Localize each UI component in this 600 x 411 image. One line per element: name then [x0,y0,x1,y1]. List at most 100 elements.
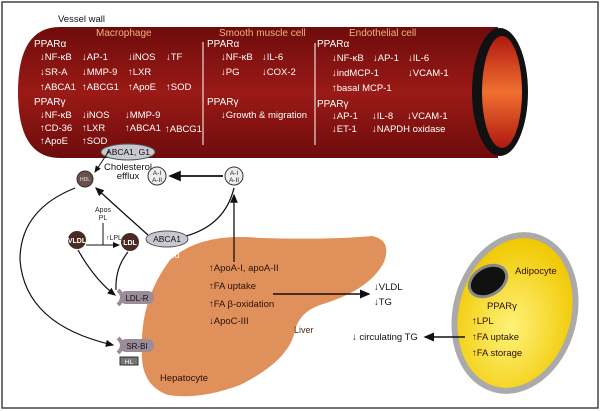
apoa-label: A-I [230,170,239,177]
vessel-wall [18,27,498,158]
apoa-label: A-I [153,170,162,177]
effect-item: ↓ET-1 [332,124,357,135]
macrophage-alpha-items: ↓NF-κB ↓AP-1 ↓iNOS ↓TF ↓SR-A ↓MMP-9 ↑LXR… [40,52,191,93]
abca1-hdl-arrow [95,187,149,236]
liver-ppar-alpha: PPARα [152,250,180,260]
effect-item: ↑LXR [82,123,105,134]
smooth-muscle-header: Smooth muscle cell [219,28,306,39]
effect-item: ↓iNOS [128,52,155,63]
effect-item: ↑ApoE [40,136,68,147]
hepatocyte-label: Hepatocyte [160,373,208,384]
liver-label: Liver [294,325,314,335]
effect-item: ↓NF-κB [40,110,72,121]
apoa-label: A-II [229,177,239,184]
effect-item: ↓NF-κB [221,52,253,63]
vldl-ldlr-arrow [77,249,116,296]
endo-ppar-gamma: PPARγ [317,99,349,110]
adipocyte-effect: ↑FA uptake [472,332,519,343]
ldl-particle [121,233,139,251]
effect-item: ↓IL-8 [372,111,393,122]
endothelial-header: Endothelial cell [349,28,416,39]
effect-item: ↓COX-2 [262,67,296,78]
liver-effect: ↓ApoC-III [209,316,249,327]
hl-label: HL [125,359,134,366]
sr-bi-receptor: SR-BI [116,336,154,355]
effect-item: ↓SR-A [40,67,68,78]
ldl-receptor: LDL-R [116,288,154,307]
effect-item: ↓AP-1 [373,53,399,64]
adipocyte-ppar-gamma: PPARγ [487,301,517,312]
ldl-r-label: LDL-R [125,294,148,303]
effect-item: ↓NAPDH oxidase [372,124,445,135]
sr-bi-label: SR-BI [126,342,147,351]
macrophage-ppar-alpha: PPARα [34,39,66,50]
effect-item: ↓iNOS [82,110,109,121]
hdl-particle [76,170,94,188]
effect-item: ↑ABCA1 [125,123,161,134]
apoa-particle-right: A-I A-II [224,166,244,186]
ldl-label: LDL [123,240,137,247]
effect-item: ↑basal MCP-1 [332,83,392,94]
apoa-label: A-II [152,177,162,184]
macrophage-ppar-gamma: PPARγ [34,97,66,108]
circulating-tg-label: ↓ circulating TG [352,332,418,343]
effect-item: ↓TF [166,52,183,63]
adipocyte-nucleus [467,263,509,299]
effect-item: ↑SOD [166,82,191,93]
effect-item: ↓VCAM-1 [408,68,449,79]
apos-label: Apos [95,207,111,214]
effect-item: ↓VCAM-1 [407,111,448,122]
abca1-transporter [145,230,189,248]
effect-item: ↓NF-κB [332,53,364,64]
liver-effect: ↑FA β-oxidation [209,299,274,310]
ldl-ldlr-arrow [115,251,129,291]
smc-ppar-alpha: PPARα [207,39,239,50]
effect-item: ↑CD-36 [40,123,72,134]
effect-item: ↑ApoE [128,82,156,93]
effect-item: ↓MMP-9 [82,67,117,78]
liver-shape [141,236,387,397]
abca1-g1-label: ABCA1, G1 [106,147,150,157]
effect-item: ↓indMCP-1 [332,68,379,79]
effect-item: ↓IL-6 [262,52,283,63]
effect-item: ↓AP-1 [82,52,108,63]
hdl-label: HDL [80,177,90,183]
effect-item: ↑ABCG1 [82,82,119,93]
cholesterol-efflux-label: efflux [117,171,140,182]
liver-effect: ↑FA uptake [209,281,256,292]
abca1-apoa-curve [185,187,235,237]
abca1-g1-transporter [100,143,156,161]
effect-item: ↓NF-κB [40,52,72,63]
adipocyte-label: Adipocyte [515,266,557,277]
vessel-wall-label: Vessel wall [58,14,105,25]
lpl-label: ↑LPL [106,235,122,242]
effect-item: ↓Growth & migration [221,110,307,121]
effect-item: ↓IL-6 [408,53,429,64]
vldl-particle [68,231,86,249]
abca1-label: ABCA1 [153,234,181,244]
liver-output: ↓VLDL [374,282,403,293]
macrophage-header: Macrophage [96,28,152,39]
apoa-particle-left: A-I A-II [147,166,167,186]
pl-label: PL [99,215,108,222]
effect-item: ↑ABCG1 [165,124,202,135]
effect-item: ↓AP-1 [332,111,358,122]
hl-box [119,356,139,366]
smc-ppar-gamma: PPARγ [207,97,239,108]
effect-item: ↑ABCA1 [40,82,76,93]
liver-effect: ↑ApoA-I, apoA-II [209,263,279,274]
cholesterol-efflux-label: Cholesterol [104,162,152,173]
adipocyte-effect: ↑FA storage [472,348,522,359]
efflux-arrow [94,150,110,173]
vldl-label: VLDL [68,238,87,245]
liver-output: ↓TG [374,297,392,308]
endo-ppar-alpha: PPARα [317,39,349,50]
effect-item: ↑LXR [128,67,151,78]
macrophage-gamma-items: ↓NF-κB ↓iNOS ↓MMP-9 ↑CD-36 ↑LXR ↑ABCA1 ↑… [40,110,202,147]
adipocyte-effect: ↑LPL [472,316,494,327]
vessel-lumen [482,36,522,148]
effect-item: ↓MMP-9 [125,110,160,121]
effect-item: ↑SOD [82,136,107,147]
hdl-srbi-arrow [19,187,115,347]
